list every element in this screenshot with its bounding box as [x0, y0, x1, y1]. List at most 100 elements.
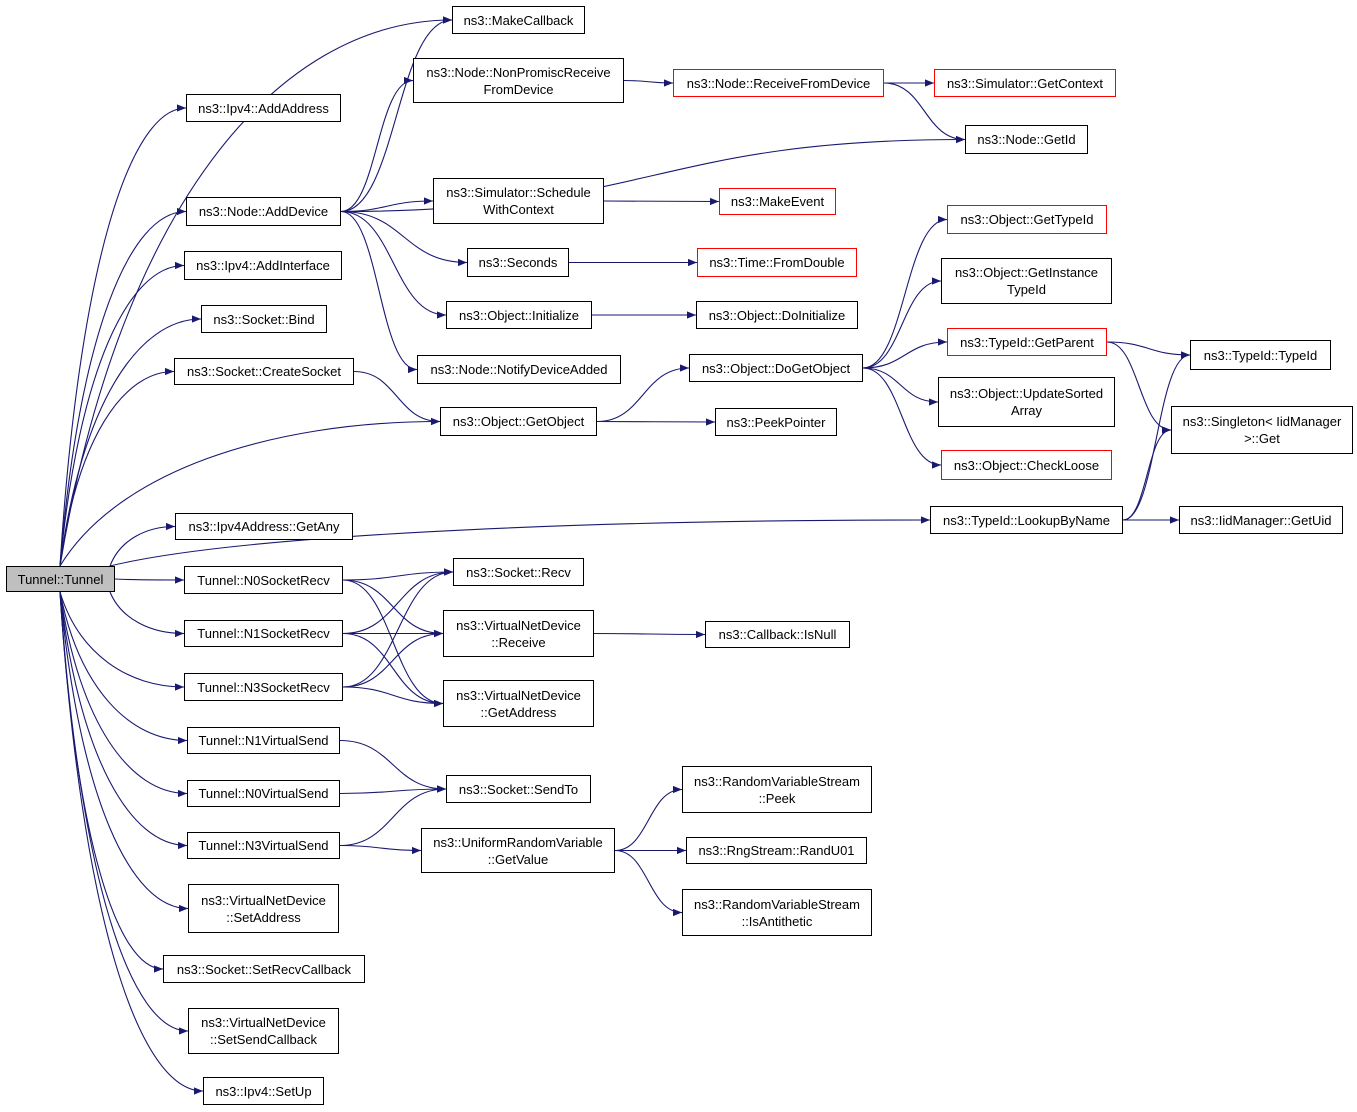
edge-node_adddevice-to-seconds	[340, 210, 468, 267]
edge-n3socketrecv-to-vnd_receive	[342, 629, 444, 688]
edge-n0socketrecv-to-vnd_getaddress	[342, 579, 444, 708]
node-object-get-type-id[interactable]: ns3::Object::GetTypeId	[947, 205, 1107, 234]
edge-tunnel-to-n0socketrecv	[114, 576, 185, 584]
edge-tunnel-to-socket_setrecvcallback	[59, 591, 164, 973]
edge-tunnel-to-typeid_lookupbyname	[109, 516, 931, 567]
edge-typeid_getparent-to-typeid_typeid	[1106, 341, 1191, 359]
edge-object_dogetobject-to-object_getinstancetypeid	[862, 277, 942, 369]
node-make-event[interactable]: ns3::MakeEvent	[719, 188, 836, 215]
node-n3-socket-recv[interactable]: Tunnel::N3SocketRecv	[184, 673, 343, 701]
node-socket-recv[interactable]: ns3::Socket::Recv	[453, 558, 584, 586]
edge-node_adddevice-to-object_initialize	[340, 210, 447, 319]
edge-node_nonpromisc-to-node_receivefromdevice	[623, 79, 674, 87]
node-n1-socket-recv[interactable]: Tunnel::N1SocketRecv	[184, 620, 343, 647]
node-simulator-schedule-with-context[interactable]: ns3::Simulator::Schedule WithContext	[433, 178, 604, 224]
node-ipv4-add-interface[interactable]: ns3::Ipv4::AddInterface	[184, 251, 342, 280]
node-type-id-lookup-by-name[interactable]: ns3::TypeId::LookupByName	[930, 506, 1123, 534]
node-node-get-id[interactable]: ns3::Node::GetId	[965, 125, 1088, 154]
node-callback-is-null[interactable]: ns3::Callback::IsNull	[705, 621, 850, 648]
node-socket-create-socket[interactable]: ns3::Socket::CreateSocket	[174, 358, 354, 385]
edge-n0socketrecv-to-socket_recv	[342, 568, 454, 581]
node-singleton-iid-manager-get[interactable]: ns3::Singleton< IidManager >::Get	[1171, 406, 1353, 454]
node-object-do-get-object[interactable]: ns3::Object::DoGetObject	[689, 354, 863, 382]
node-object-do-initialize[interactable]: ns3::Object::DoInitialize	[696, 301, 858, 329]
edge-n1socketrecv-to-vnd_getaddress	[342, 632, 444, 708]
edge-n3virtualsend-to-socket_sendto	[339, 785, 447, 847]
node-type-id-type-id[interactable]: ns3::TypeId::TypeId	[1190, 340, 1331, 370]
edge-n1socketrecv-to-socket_recv	[342, 568, 454, 635]
edge-n0virtualsend-to-socket_sendto	[339, 785, 447, 795]
node-n1-virtual-send[interactable]: Tunnel::N1VirtualSend	[187, 727, 340, 754]
edge-n0socketrecv-to-vnd_receive	[342, 579, 444, 638]
node-virtual-net-device-get-address[interactable]: ns3::VirtualNetDevice ::GetAddress	[443, 680, 594, 727]
node-object-initialize[interactable]: ns3::Object::Initialize	[446, 301, 592, 329]
edge-tunnel-to-n1socketrecv	[109, 591, 185, 638]
edge-tunnel-to-ipv4_addinterface	[59, 261, 185, 567]
edge-tunnel-to-makecallback	[59, 16, 453, 567]
node-n3-virtual-send[interactable]: Tunnel::N3VirtualSend	[187, 832, 340, 859]
edge-tunnel-to-n0virtualsend	[59, 591, 188, 798]
node-n0-socket-recv[interactable]: Tunnel::N0SocketRecv	[184, 566, 343, 594]
node-n0-virtual-send[interactable]: Tunnel::N0VirtualSend	[187, 780, 340, 807]
edge-tunnel-to-ipv4_setup	[59, 591, 204, 1095]
edge-object_dogetobject-to-object_gettypeid	[862, 215, 948, 369]
edge-n3socketrecv-to-vnd_getaddress	[342, 686, 444, 708]
node-node-add-device[interactable]: ns3::Node::AddDevice	[186, 197, 341, 226]
edge-simulator_schedulewithcontext-to-makeevent	[603, 197, 720, 206]
node-ipv4-set-up[interactable]: ns3::Ipv4::SetUp	[203, 1077, 324, 1105]
edge-node_adddevice-to-node_notifydeviceadded	[340, 210, 418, 374]
edge-tunnel-to-n3socketrecv	[59, 591, 185, 691]
edge-tunnel-to-n3virtualsend	[59, 591, 188, 850]
edge-object_getobject-to-peekpointer	[596, 418, 716, 426]
node-object-check-loose[interactable]: ns3::Object::CheckLoose	[941, 450, 1112, 480]
node-ipv4-address-get-any[interactable]: ns3::Ipv4Address::GetAny	[175, 513, 353, 540]
node-random-variable-stream-is-antithetic[interactable]: ns3::RandomVariableStream ::IsAntithetic	[682, 889, 872, 936]
edge-tunnel-to-object_getobject	[59, 417, 441, 567]
node-simulator-get-context[interactable]: ns3::Simulator::GetContext	[934, 69, 1116, 97]
node-object-get-object[interactable]: ns3::Object::GetObject	[440, 407, 597, 436]
edge-tunnel-to-ipv4address_getany	[109, 522, 176, 567]
node-virtual-net-device-receive[interactable]: ns3::VirtualNetDevice ::Receive	[443, 610, 594, 657]
node-random-variable-stream-peek[interactable]: ns3::RandomVariableStream ::Peek	[682, 766, 872, 813]
edge-urv_getvalue-to-rvs_peek	[614, 785, 683, 852]
edge-n3socketrecv-to-socket_recv	[342, 568, 454, 688]
edge-node_adddevice-to-makecallback	[340, 16, 453, 213]
node-node-non-promisc-receive-from-device[interactable]: ns3::Node::NonPromiscReceive FromDevice	[413, 58, 624, 103]
edge-node_receivefromdevice-to-node_getid	[883, 82, 966, 144]
node-virtual-net-device-set-address[interactable]: ns3::VirtualNetDevice ::SetAddress	[188, 884, 339, 933]
node-socket-bind[interactable]: ns3::Socket::Bind	[201, 305, 327, 333]
edge-typeid_getparent-to-singleton_get	[1106, 341, 1172, 434]
node-make-callback[interactable]: ns3::MakeCallback	[452, 6, 585, 34]
node-object-update-sorted-array[interactable]: ns3::Object::UpdateSorted Array	[938, 377, 1115, 427]
node-uniform-random-variable-get-value[interactable]: ns3::UniformRandomVariable ::GetValue	[421, 828, 615, 873]
node-seconds[interactable]: ns3::Seconds	[467, 248, 569, 277]
edge-tunnel-to-vnd_setaddress	[59, 591, 189, 913]
node-iid-manager-get-uid[interactable]: ns3::IidManager::GetUid	[1179, 506, 1343, 534]
edge-node_adddevice-to-node_nonpromisc	[340, 76, 414, 213]
node-type-id-get-parent[interactable]: ns3::TypeId::GetParent	[947, 328, 1107, 356]
edge-tunnel-to-node_adddevice	[59, 207, 187, 567]
node-object-get-instance-type-id[interactable]: ns3::Object::GetInstance TypeId	[941, 258, 1112, 304]
node-ipv4-add-address[interactable]: ns3::Ipv4::AddAddress	[186, 94, 341, 122]
edge-object_dogetobject-to-object_checkloose	[862, 367, 942, 469]
node-socket-set-recv-callback[interactable]: ns3::Socket::SetRecvCallback	[163, 955, 365, 983]
edge-tunnel-to-vnd_setsendcallback	[59, 591, 189, 1035]
node-node-notify-device-added[interactable]: ns3::Node::NotifyDeviceAdded	[417, 355, 621, 384]
edge-urv_getvalue-to-rvs_isantithetic	[614, 849, 683, 917]
edge-n1virtualsend-to-socket_sendto	[339, 739, 447, 793]
node-virtual-net-device-set-send-callback[interactable]: ns3::VirtualNetDevice ::SetSendCallback	[188, 1008, 339, 1054]
node-time-from-double[interactable]: ns3::Time::FromDouble	[697, 248, 857, 277]
edge-node_adddevice-to-simulator_schedulewithcontext	[340, 197, 434, 213]
edge-tunnel-to-ipv4_addaddress	[59, 104, 187, 567]
edge-object_dogetobject-to-object_updatesortedarray	[862, 367, 939, 406]
node-node-receive-from-device[interactable]: ns3::Node::ReceiveFromDevice	[673, 69, 884, 97]
edge-tunnel-to-socket_bind	[59, 315, 202, 567]
edge-tunnel-to-socket_createsocket	[59, 367, 175, 567]
edge-object_dogetobject-to-typeid_getparent	[862, 338, 948, 369]
node-socket-send-to[interactable]: ns3::Socket::SendTo	[446, 775, 591, 803]
node-peek-pointer[interactable]: ns3::PeekPointer	[715, 408, 837, 436]
edge-typeid_lookupbyname-to-singleton_get	[1122, 426, 1172, 521]
node-rng-stream-rand-u01[interactable]: ns3::RngStream::RandU01	[686, 837, 867, 864]
